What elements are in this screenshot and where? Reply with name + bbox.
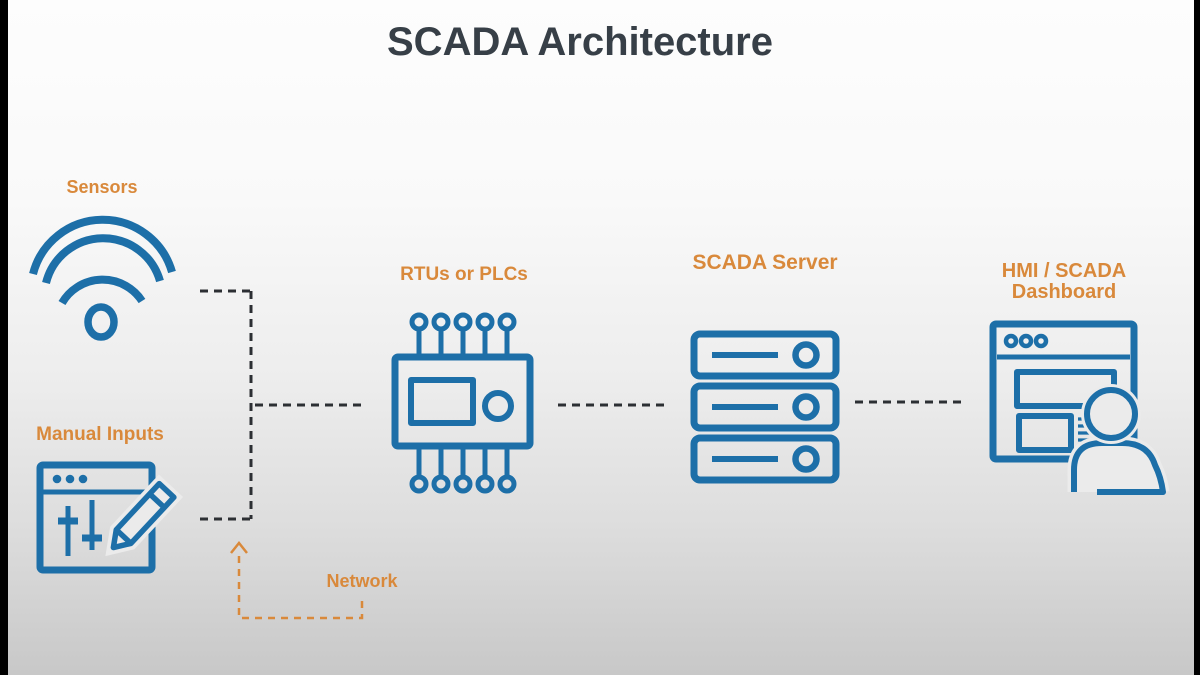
plc-bottom-pins [409, 446, 517, 494]
network-callout [230, 540, 364, 620]
hmi-label: HMI / SCADA Dashboard [964, 261, 1164, 303]
connector-lines [200, 289, 963, 521]
up-arrow-icon [230, 540, 248, 554]
person-head [1084, 387, 1138, 441]
network-label: Network [326, 571, 398, 591]
window-sliders-pencil-icon [36, 461, 184, 574]
network-dashed-path [237, 552, 364, 620]
page-title: SCADA Architecture [387, 20, 773, 64]
server-unit [690, 434, 840, 484]
server-stack-icon [690, 330, 840, 484]
rtu-label: RTUs or PLCs [400, 264, 528, 285]
plc-controller-icon [391, 312, 534, 494]
hmi-label-line1: HMI / SCADA [1001, 260, 1127, 282]
letterbox-left [0, 0, 8, 675]
letterbox-right [1194, 0, 1200, 675]
dashboard-window-icon [989, 320, 1170, 495]
pencil-icon [105, 474, 184, 557]
sensors-label: Sensors [66, 177, 138, 197]
hmi-label-line2: Dashboard [1011, 281, 1117, 303]
manual-inputs-label: Manual Inputs [36, 424, 164, 445]
server-label: SCADA Server [692, 251, 838, 274]
server-unit [690, 330, 840, 380]
slider-icon [58, 500, 102, 556]
server-unit [690, 382, 840, 432]
plc-top-pins [409, 312, 517, 357]
wifi-icon [29, 215, 176, 341]
person-icon [1067, 384, 1170, 495]
